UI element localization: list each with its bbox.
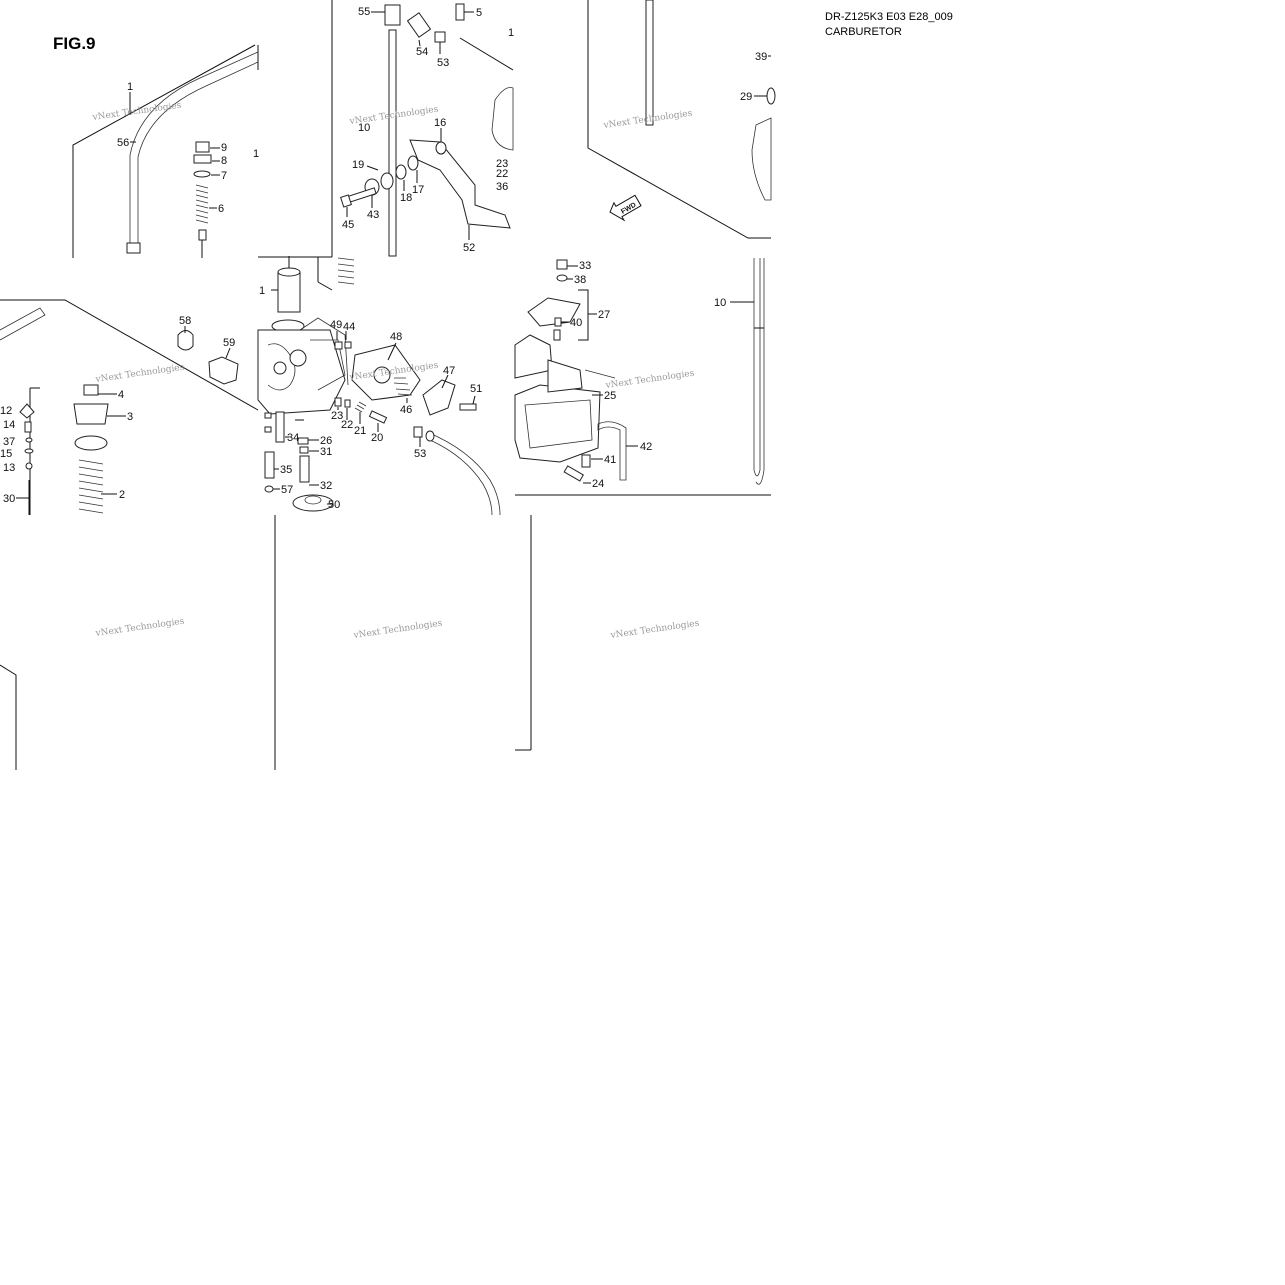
callout-label: 37 (3, 436, 15, 448)
callout-label: 31 (320, 446, 332, 458)
callout-label: 47 (443, 365, 455, 377)
callout-label: 48 (390, 331, 402, 343)
callout-label: 33 (579, 260, 591, 272)
callout-label: 1 (127, 81, 133, 93)
callout-label: 23 (331, 410, 343, 422)
callout-label: 14 (3, 419, 15, 431)
callout-label: 4 (118, 389, 124, 401)
callout-label: 53 (437, 57, 449, 69)
fwd-arrow-icon: FWD (609, 194, 642, 222)
callout-label: 18 (400, 192, 412, 204)
callout-label: 41 (604, 454, 616, 466)
watermark-text: vNext Technologies (604, 369, 695, 392)
callout-label: 13 (3, 462, 15, 474)
callout-label: 1 (508, 27, 514, 39)
tile-float-chamber-top: FWD 39 29 vNext Technologies (587, 0, 776, 239)
callout-label: 53 (414, 448, 426, 460)
callout-label: 51 (470, 383, 482, 395)
callout-label: 58 (179, 315, 191, 327)
callout-label: 55 (358, 6, 370, 18)
callout-label: 56 (117, 137, 129, 149)
tile-carb-top-cap: 58 59 4 12 3 14 37 15 13 2 30 vNext Tech… (0, 299, 259, 515)
diagram-header: DR-Z125K3 E03 E28_009 CARBURETOR (825, 10, 953, 40)
callout-label: 30 (3, 493, 15, 505)
tile-throttle-lever: 55 5 1 54 53 10 16 19 17 18 43 45 23 22 … (317, 0, 514, 291)
lower-empty-tiles: vNext Technologies vNext Technologies vN… (0, 617, 700, 770)
callout-label: 19 (352, 159, 364, 171)
callout-label: 39 (755, 51, 767, 63)
callout-label: 43 (367, 209, 379, 221)
watermark-text: vNext Technologies (94, 363, 185, 386)
callout-label: 1 (259, 285, 265, 297)
tile-overflow-tube: 10 (714, 258, 765, 485)
callout-label: 3 (127, 411, 133, 423)
watermark-text: vNext Technologies (94, 617, 185, 640)
callout-label: 23 (496, 158, 508, 170)
tile-throttle-cable: 1 56 9 8 7 6 1 vNext Technologies (72, 44, 259, 258)
callout-label: 35 (280, 464, 292, 476)
callout-label: 52 (463, 242, 475, 254)
tile-float-chamber: 33 38 27 40 25 42 41 24 vNext Technologi… (514, 259, 771, 751)
callout-label: 59 (223, 337, 235, 349)
callout-label: 32 (320, 480, 332, 492)
callout-label: 24 (592, 478, 604, 490)
callout-label: 10 (358, 122, 370, 134)
callout-label: 21 (354, 425, 366, 437)
callout-label: 16 (434, 117, 446, 129)
section-title: CARBURETOR (825, 26, 902, 38)
callout-label: 57 (281, 484, 293, 496)
callout-label: 29 (740, 91, 752, 103)
model-code: DR-Z125K3 E03 E28_009 (825, 11, 953, 23)
callout-label: 54 (416, 46, 428, 58)
callout-label: 2 (119, 489, 125, 501)
callout-label: 25 (604, 390, 616, 402)
callout-label: 22 (341, 419, 353, 431)
callout-label: 40 (570, 317, 582, 329)
tile-carb-body: 1 49 44 48 47 51 46 23 22 21 20 34 26 31… (257, 256, 501, 770)
callout-label: 34 (287, 432, 299, 444)
callout-label: 38 (574, 274, 586, 286)
callout-label: 36 (496, 181, 508, 193)
callout-label: 8 (221, 155, 227, 167)
callout-label: 6 (218, 203, 224, 215)
watermark-text: vNext Technologies (91, 101, 182, 124)
callout-label: 42 (640, 441, 652, 453)
callout-label: 10 (714, 297, 726, 309)
callout-label: 9 (221, 142, 227, 154)
callout-label: 49 (330, 319, 342, 331)
watermark-text: vNext Technologies (609, 619, 700, 642)
callout-label: 45 (342, 219, 354, 231)
callout-label: 44 (343, 321, 355, 333)
callout-label: 20 (371, 432, 383, 444)
callout-label: 12 (0, 405, 12, 417)
callout-label: 17 (412, 184, 424, 196)
callout-label: 50 (328, 499, 340, 511)
callout-label: 27 (598, 309, 610, 321)
callout-label: 26 (320, 435, 332, 447)
callout-label: 46 (400, 404, 412, 416)
callout-label: 7 (221, 170, 227, 182)
callout-label: 5 (476, 7, 482, 19)
watermark-text: vNext Technologies (352, 619, 443, 642)
callout-label: 15 (0, 448, 12, 460)
callout-label: 22 (496, 168, 508, 180)
callout-label: 1 (253, 148, 259, 160)
figure-title: FIG.9 (53, 34, 96, 53)
